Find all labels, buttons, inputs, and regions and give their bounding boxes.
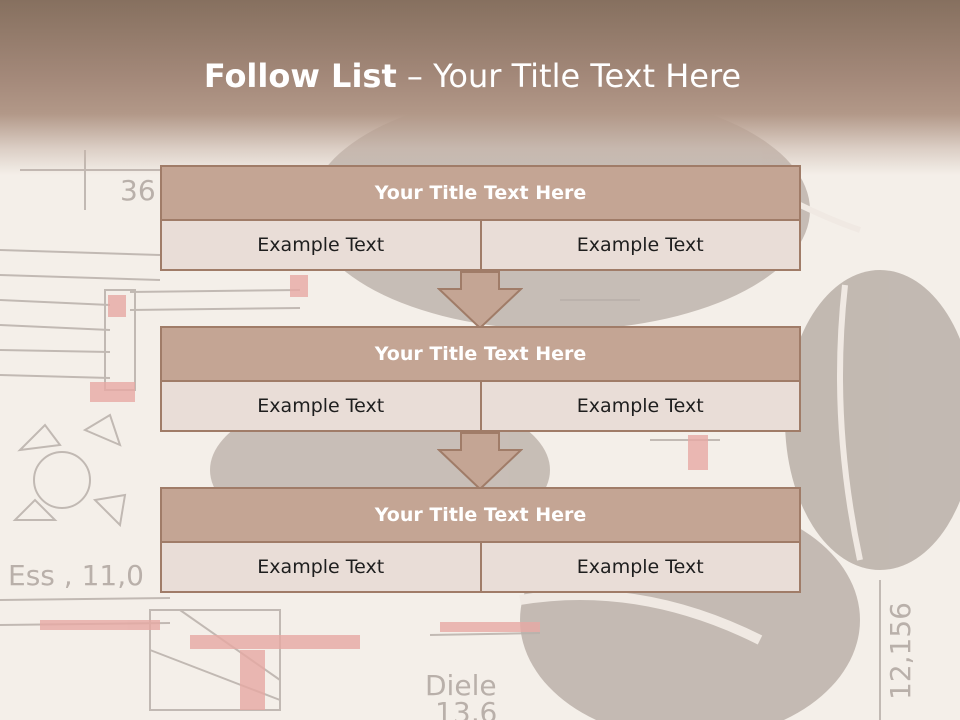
slide-title-bold: Follow List xyxy=(203,57,397,95)
slide-title-rest: – Your Title Text Here xyxy=(396,57,742,95)
block-row: Example Text Example Text xyxy=(160,221,801,271)
block-cell-left: Example Text xyxy=(160,543,482,593)
block-row: Example Text Example Text xyxy=(160,543,801,593)
list-block-3: Your Title Text Here Example Text Exampl… xyxy=(160,487,801,593)
block-title: Your Title Text Here xyxy=(160,487,801,543)
list-block-1: Your Title Text Here Example Text Exampl… xyxy=(160,165,801,271)
slide-title: Follow List – Your Title Text Here xyxy=(0,56,945,96)
block-cell-right: Example Text xyxy=(481,221,801,271)
list-block-2: Your Title Text Here Example Text Exampl… xyxy=(160,326,801,432)
bg-label-dimension: 12,156 xyxy=(884,602,917,700)
bg-label-ess: Ess , 11,0 xyxy=(8,559,144,592)
block-title: Your Title Text Here xyxy=(160,165,801,221)
block-cell-right: Example Text xyxy=(481,543,801,593)
down-arrow-icon xyxy=(437,271,523,330)
block-title: Your Title Text Here xyxy=(160,326,801,382)
bg-label-36: 36 xyxy=(120,174,156,207)
bg-label-area: 13,6 xyxy=(435,696,497,720)
block-cell-right: Example Text xyxy=(481,382,801,432)
bg-label-diele: Diele xyxy=(425,669,497,702)
header-band xyxy=(0,0,960,175)
block-cell-left: Example Text xyxy=(160,221,482,271)
down-arrow-icon xyxy=(437,432,523,491)
block-row: Example Text Example Text xyxy=(160,382,801,432)
block-cell-left: Example Text xyxy=(160,382,482,432)
